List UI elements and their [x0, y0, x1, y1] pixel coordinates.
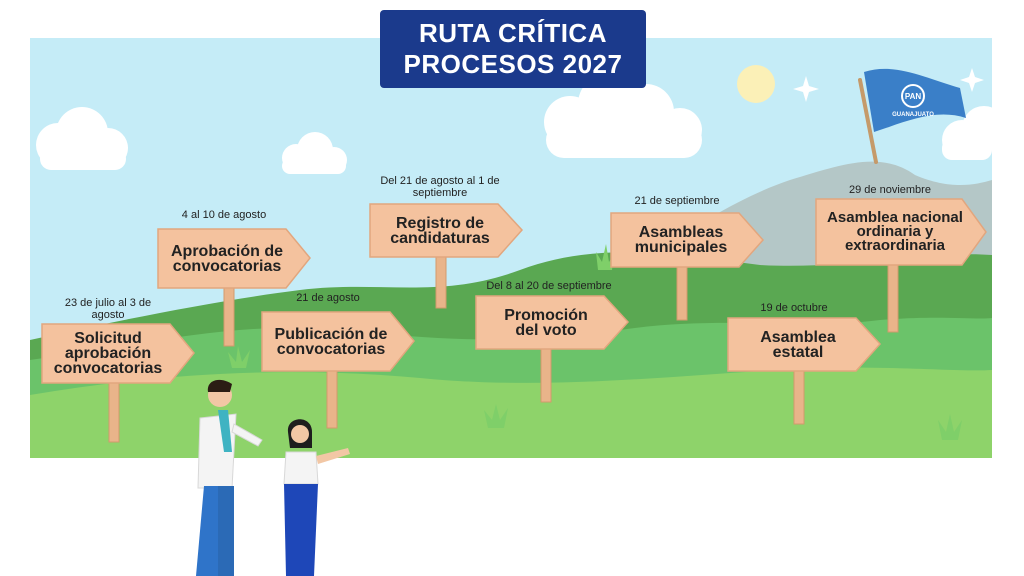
- sun: [737, 65, 775, 103]
- sign-board-4: [369, 203, 524, 258]
- sign-board-1: [41, 323, 195, 384]
- step-date: 29 de noviembre: [849, 184, 931, 196]
- sparkle: [960, 68, 984, 92]
- sign-post: [676, 265, 688, 321]
- step-label: Asamblea nacional ordinaria y extraordin…: [827, 209, 963, 254]
- grass-tuft: [938, 414, 962, 440]
- man-figure: [196, 379, 263, 576]
- flag-text-pan: PAN: [905, 92, 922, 101]
- step-date: 21 de septiembre: [634, 195, 720, 207]
- page-title: RUTA CRÍTICA PROCESOS 2027: [380, 10, 646, 88]
- sign-post: [223, 287, 235, 347]
- sparkle: [793, 76, 819, 102]
- step-label: Registro de candidaturas: [390, 214, 490, 247]
- step-label: Asamblea estatal: [760, 328, 836, 361]
- grass-tuft: [484, 404, 508, 428]
- sign-board-2: [157, 228, 311, 289]
- step-label: Aprobación de convocatorias: [170, 242, 283, 275]
- woman-figure: [283, 419, 350, 576]
- step-label: Publicación de convocatorias: [274, 325, 388, 358]
- grass-front: [30, 367, 992, 458]
- step-label: Promoción del voto: [504, 306, 588, 339]
- step-date: Del 8 al 20 de septiembre: [486, 280, 612, 292]
- title-line-2: PROCESOS 2027: [403, 49, 623, 79]
- cloud: [36, 107, 128, 170]
- sign-board-8: [815, 198, 987, 266]
- sign-post: [540, 347, 552, 403]
- step-date: 19 de octubre: [760, 302, 828, 314]
- step-date: Del 21 de agosto al 1 de septiembre: [380, 175, 500, 199]
- step-date: 23 de julio al 3 de agosto: [64, 297, 152, 321]
- sign-board-3: [261, 311, 415, 372]
- grass-tuft: [228, 346, 250, 368]
- sign-board-7: [727, 317, 882, 372]
- sign-post: [887, 263, 899, 333]
- flag-emblem-icon: [901, 84, 925, 108]
- step-date: 21 de agosto: [296, 292, 360, 304]
- sign-post: [326, 369, 338, 429]
- flag-text-guanajuato: GUANAJUATO: [892, 112, 934, 118]
- cloud: [942, 106, 1006, 160]
- step-date: 4 al 10 de agosto: [181, 209, 267, 221]
- sign-board-5: [475, 295, 630, 350]
- sign-board-6: [610, 212, 765, 268]
- title-line-1: RUTA CRÍTICA: [419, 18, 607, 48]
- cloud: [544, 74, 702, 158]
- step-label: Solicitud aprobación convocatorias: [53, 330, 163, 377]
- sign-post: [108, 379, 120, 443]
- step-label: Asambleas municipales: [634, 224, 728, 256]
- grass-tuft: [596, 244, 614, 270]
- sign-post: [435, 255, 447, 309]
- flag: PAN GUANAJUATO: [858, 68, 966, 164]
- cloud: [282, 132, 347, 174]
- sign-post: [793, 369, 805, 425]
